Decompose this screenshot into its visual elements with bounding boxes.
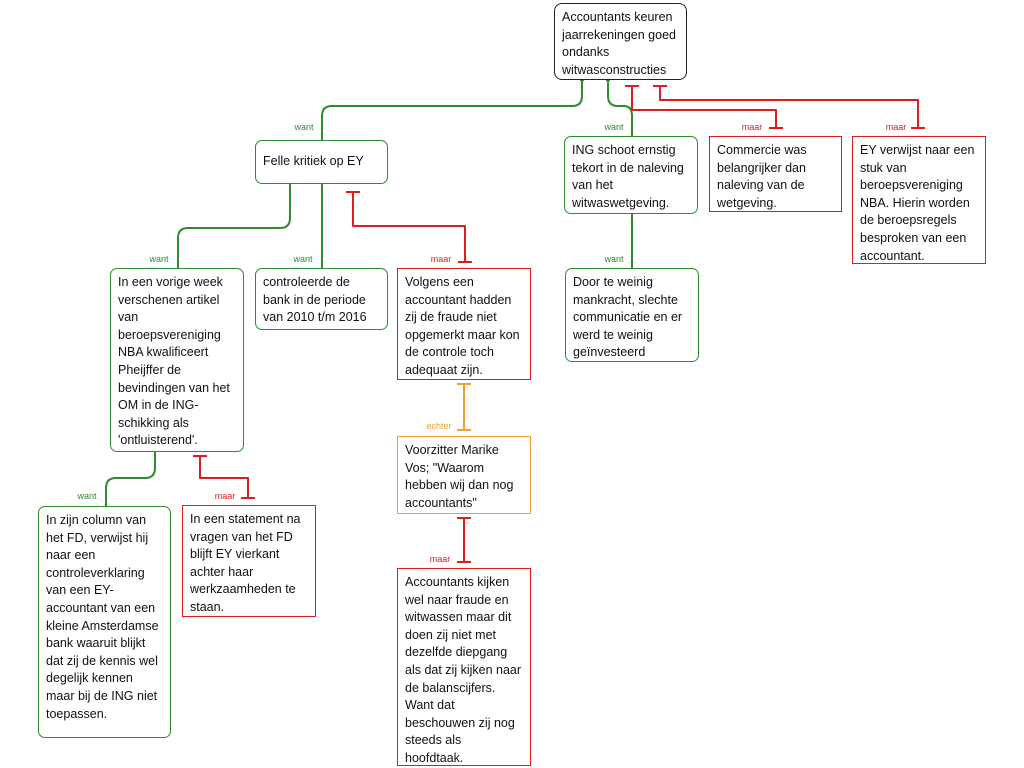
link-artikel-to-column (105, 452, 156, 506)
node-fd-column: In zijn column van het FD, verwijst hij … (38, 506, 171, 738)
link-kritiek-to-artikel (177, 184, 291, 268)
label-want-column: want (77, 491, 97, 501)
label-maar-statement: maar (214, 491, 236, 501)
label-maar-nbastuk: maar (885, 122, 907, 132)
label-maar-accountant: maar (430, 254, 452, 264)
label-echter-vos: echter (426, 421, 452, 431)
node-main-claim: Accountants keuren jaarrekeningen goed o… (554, 3, 687, 80)
label-want-mankracht: want (604, 254, 624, 264)
node-controleerde-bank: controleerde de bank in de periode van 2… (255, 268, 388, 330)
node-accountant-fraude: Volgens een accountant hadden zij de fra… (397, 268, 531, 380)
node-commercie: Commercie was belangrijker dan naleving … (709, 136, 842, 212)
link-main-to-kritiek (321, 80, 583, 140)
link-artikel-to-statement (199, 456, 249, 498)
label-want-artikel: want (149, 254, 169, 264)
node-ey-statement: In een statement na vragen van het FD bl… (182, 505, 316, 617)
label-maar-commercie: maar (741, 122, 763, 132)
node-felle-kritiek: Felle kritiek op EY (255, 140, 388, 184)
node-nba-stuk: EY verwijst naar een stuk van beroepsver… (852, 136, 986, 264)
link-main-to-nbastuk (659, 86, 919, 128)
link-main-to-commercie (631, 86, 777, 128)
label-want-kritiek: want (294, 122, 314, 132)
link-kritiek-to-accountant (352, 192, 466, 262)
node-mankracht: Door te weinig mankracht, slechte commun… (565, 268, 699, 362)
label-want-ing: want (604, 122, 624, 132)
node-vorige-week-artikel: In een vorige week verschenen artikel va… (110, 268, 244, 452)
node-accountants-kijken: Accountants kijken wel naar fraude en wi… (397, 568, 531, 766)
label-maar-kijken: maar (429, 554, 451, 564)
label-want-controle: want (293, 254, 313, 264)
node-marike-vos: Voorzitter Marike Vos; "Waarom hebben wi… (397, 436, 531, 514)
link-main-to-ing (607, 80, 633, 136)
node-ing-tekort: ING schoot ernstig tekort in de naleving… (564, 136, 698, 214)
